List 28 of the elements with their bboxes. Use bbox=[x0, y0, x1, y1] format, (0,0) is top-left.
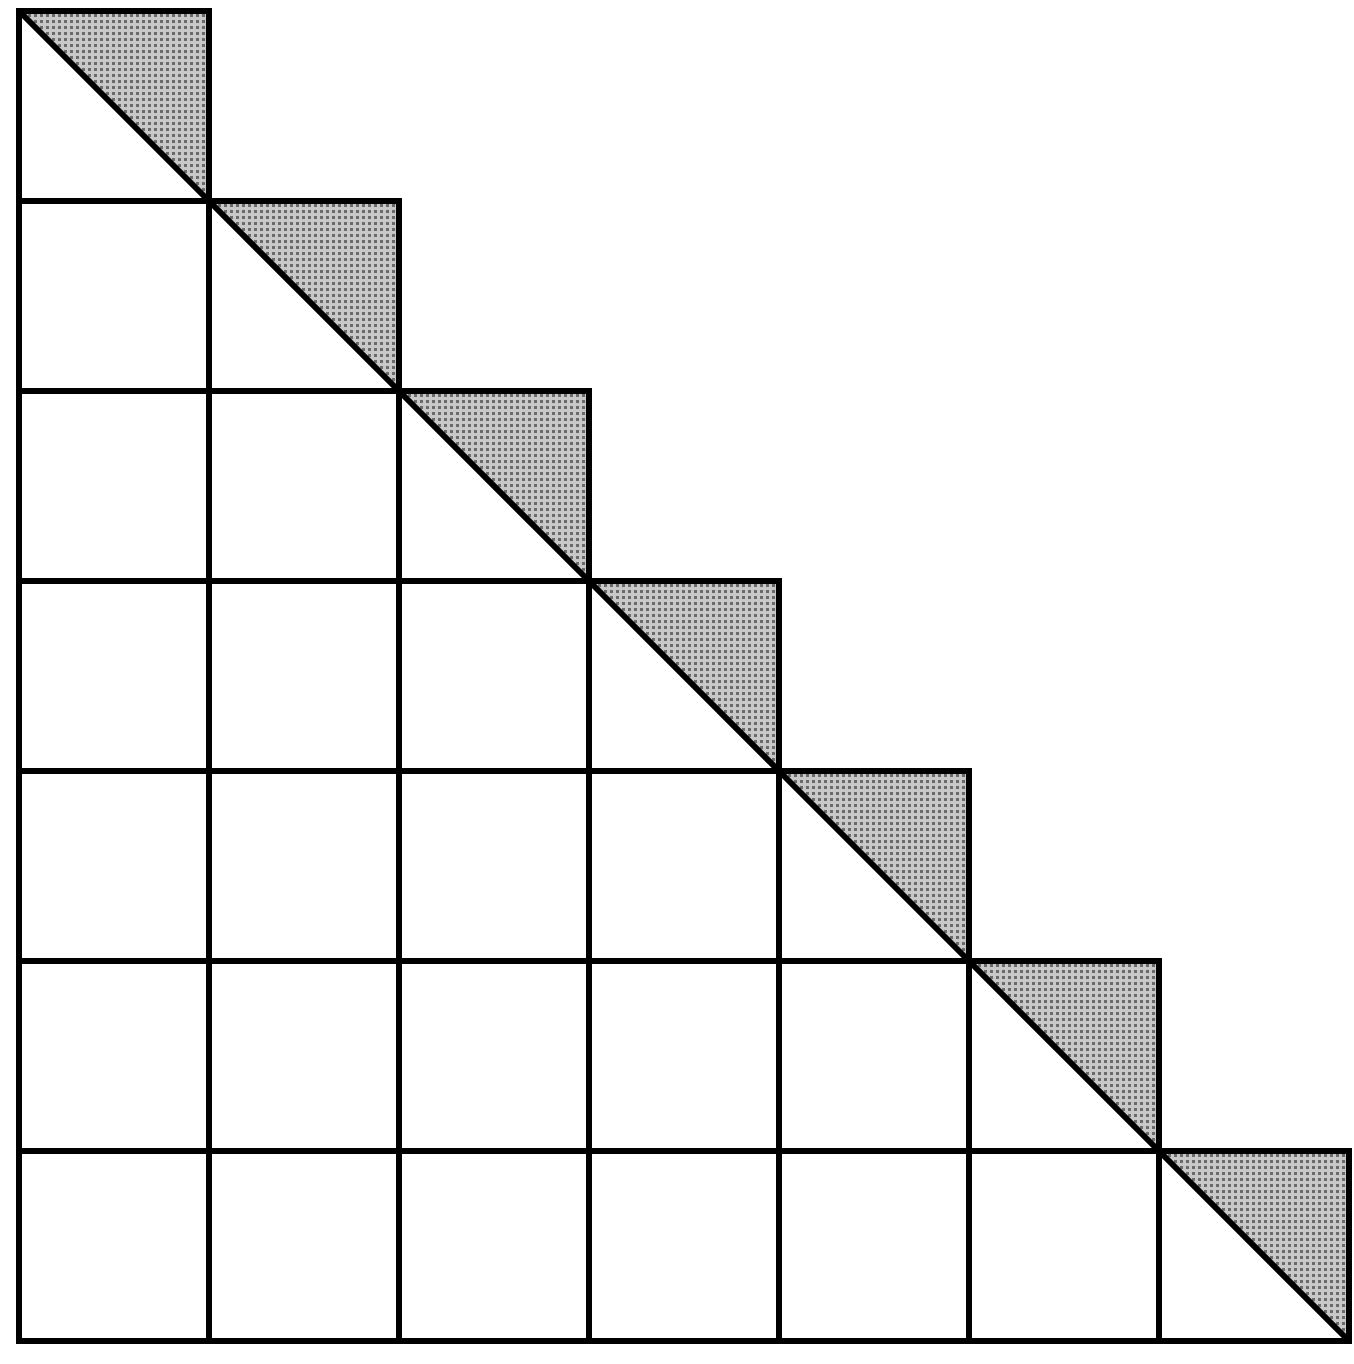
shaded-diagonal-cell bbox=[586, 578, 782, 774]
grid-cell bbox=[586, 958, 782, 1154]
grid-cell bbox=[396, 578, 592, 774]
grid-cell bbox=[206, 958, 402, 1154]
grid-cell bbox=[396, 768, 592, 964]
grid-cell bbox=[16, 958, 212, 1154]
grid-cell bbox=[16, 198, 212, 394]
shaded-diagonal-cell bbox=[966, 958, 1162, 1154]
grid-cell bbox=[16, 578, 212, 774]
grid-cell bbox=[206, 578, 402, 774]
grid-cell bbox=[16, 1148, 212, 1344]
grid-cell bbox=[586, 768, 782, 964]
grid-cell bbox=[206, 768, 402, 964]
shaded-diagonal-cell bbox=[396, 388, 592, 584]
shaded-diagonal-cell bbox=[16, 8, 212, 204]
grid-cell bbox=[206, 388, 402, 584]
grid-cell bbox=[396, 958, 592, 1154]
grid-cell bbox=[16, 768, 212, 964]
grid-cell bbox=[776, 958, 972, 1154]
shaded-diagonal-cell bbox=[206, 198, 402, 394]
grid-cell bbox=[206, 1148, 402, 1344]
shaded-diagonal-cell bbox=[776, 768, 972, 964]
grid-cell bbox=[16, 388, 212, 584]
grid-cell bbox=[396, 1148, 592, 1344]
shaded-diagonal-cell bbox=[1156, 1148, 1352, 1344]
grid-cell bbox=[776, 1148, 972, 1344]
grid-cell bbox=[586, 1148, 782, 1344]
grid-cell bbox=[966, 1148, 1162, 1344]
